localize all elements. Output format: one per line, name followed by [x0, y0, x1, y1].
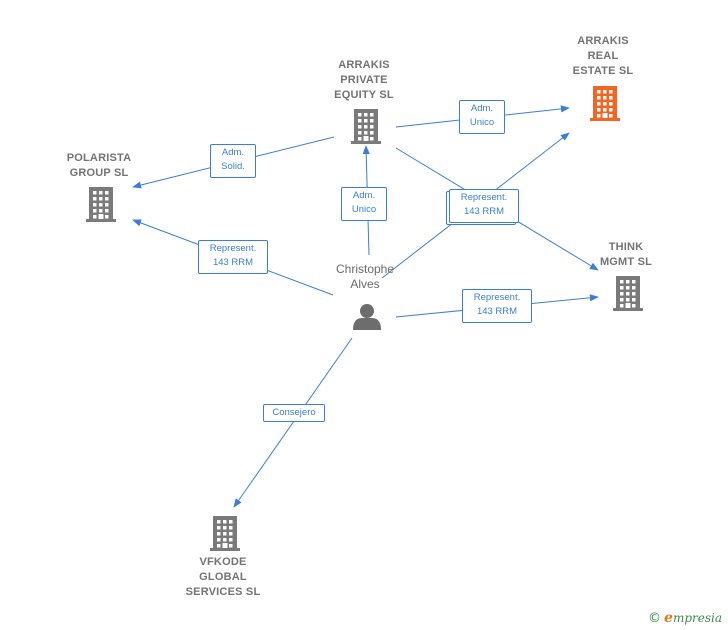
edge-label-arrakis_private-to-think[interactable]: Represent. 143 RRM — [449, 189, 519, 223]
edge-label-christophe-to-polarista[interactable]: Represent. 143 RRM — [198, 240, 268, 274]
edge-label-christophe-to-arrakis_private[interactable]: Adm. Unico — [341, 187, 387, 221]
building-icon[interactable] — [613, 276, 643, 311]
icons-layer — [86, 86, 643, 551]
copyright-symbol: © — [648, 611, 662, 626]
building-icon[interactable] — [351, 109, 381, 144]
edge-label-arrakis_private-to-polarista[interactable]: Adm. Solid. — [210, 144, 256, 178]
edge-label-arrakis_private-to-arrakis_real[interactable]: Adm. Unico — [459, 100, 505, 134]
edge-label-christophe-to-think[interactable]: Represent. 143 RRM — [462, 289, 532, 323]
empresia-logo[interactable]: ©empresia — [648, 610, 722, 626]
edge-label-christophe-to-vfkode[interactable]: Consejero — [263, 404, 325, 422]
node-label-polarista[interactable]: POLARISTA GROUP SL — [66, 152, 132, 179]
person-icon[interactable] — [353, 304, 381, 330]
building-icon[interactable] — [210, 516, 240, 551]
building-icon[interactable] — [86, 187, 116, 222]
node-label-think[interactable]: THINK MGMT SL — [599, 241, 653, 268]
brand-name: mpresia — [672, 611, 722, 625]
node-label-arrakis_private[interactable]: ARRAKIS PRIVATE EQUITY SL — [334, 59, 394, 101]
node-label-christophe[interactable]: Christophe Alves — [335, 262, 395, 291]
brand-initial: e — [664, 610, 673, 626]
building-icon[interactable] — [590, 86, 620, 121]
node-label-arrakis_real[interactable]: ARRAKIS REAL ESTATE SL — [572, 35, 634, 77]
edge-christophe-to-vfkode — [233, 337, 353, 508]
node-label-vfkode[interactable]: VFKODE GLOBAL SERVICES SL — [185, 556, 261, 598]
